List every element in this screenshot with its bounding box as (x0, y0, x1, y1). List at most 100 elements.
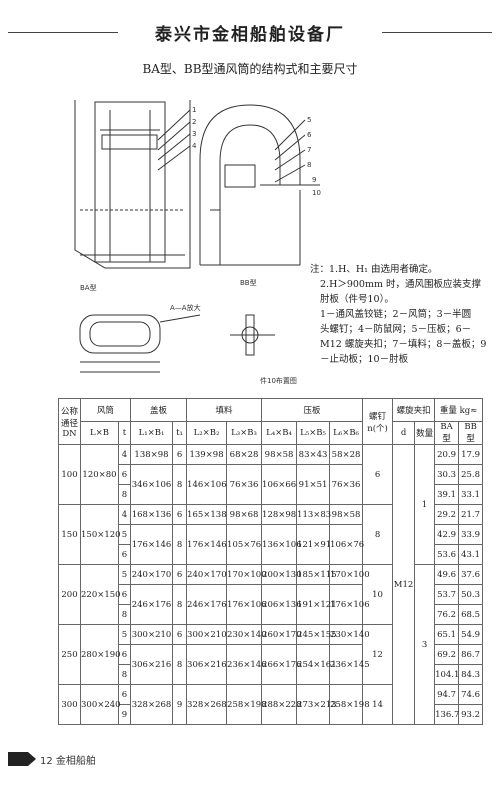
cell-l3b3: 68×28 (226, 444, 263, 465)
spec-table: 公称通径DN 风筒 盖板 填料 压板 螺钉n(个) 螺旋夹扣 重量 kg≈ L×… (58, 398, 484, 725)
arrow-icon (8, 752, 36, 766)
cell-l5b5: 273×213 (296, 684, 337, 725)
part-label-6: 6 (307, 131, 312, 139)
cell-l3b3: 230×140 (226, 624, 267, 645)
section-inner (89, 321, 151, 347)
cell-weight-ba: 20.9 (434, 444, 460, 465)
hdr-clamp: 螺旋夹扣 (392, 398, 436, 422)
cell-l1b1: 346×106 (130, 464, 174, 505)
caption-section: A—A放大 (170, 303, 201, 312)
cell-l6b6: 170×100 (329, 564, 370, 585)
cell-t1: 8 (172, 524, 188, 565)
cell-t1: 6 (172, 624, 188, 645)
cell-t1: 6 (172, 444, 188, 465)
cell-t1: 8 (172, 464, 188, 505)
cell-l2b2: 240×170 (186, 564, 228, 585)
part-label-5: 5 (307, 116, 311, 124)
cell-l3b3: 258×198 (226, 684, 267, 725)
cell-t: 8 (117, 664, 132, 685)
cell-l3b3: 170×100 (226, 564, 267, 585)
hdr-l1b1: L₁×B₁ (130, 421, 174, 445)
hdr-l3b3: L₃×B₃ (226, 421, 263, 445)
cell-lxb: 150×120 (80, 504, 121, 565)
cell-clamp-qty: 1 (414, 444, 436, 565)
footer-brand: 金相船舶 (55, 756, 96, 767)
hdr-lxb: L×B (80, 421, 119, 445)
cell-weight-ba: 49.6 (434, 564, 460, 585)
cell-l4b4: 200×130 (261, 564, 302, 585)
cell-l4b4: 288×228 (261, 684, 302, 725)
cell-l4b4: 98×58 (261, 444, 298, 465)
cell-l1b1: 240×170 (130, 564, 174, 585)
cell-l5b5: 83×43 (296, 444, 331, 465)
cell-weight-ba: 53.6 (434, 544, 460, 565)
cell-t: 5 (117, 564, 132, 585)
table-row: 150 150×120 4 168×136 6 165×138 98×68 12… (58, 504, 484, 565)
table-row: 5 176×146 8 176×146 105×76 136×106 121×9… (59, 524, 484, 565)
company-name: 泰兴市金相船舶设备厂 (155, 25, 345, 45)
cell-weight-bb: 25.8 (458, 464, 484, 485)
document-subtitle: BA型、BB型通风筒的结构式和主要尺寸 (142, 62, 358, 76)
hdr-filler: 填料 (186, 398, 263, 422)
hdr-l2b2: L₂×B₂ (186, 421, 228, 445)
cell-l3b3: 236×146 (226, 644, 267, 685)
cell-t: 4 (117, 504, 132, 525)
part-label-8: 8 (307, 161, 311, 169)
cell-l4b4: 136×106 (261, 524, 302, 565)
hdr-t: t (117, 421, 132, 445)
cell-lxb: 280×190 (80, 624, 121, 685)
cell-t1: 6 (172, 504, 188, 525)
cell-l2b2: 146×106 (186, 464, 228, 505)
cell-t1: 9 (172, 684, 188, 725)
table-row: 8 39.1 33.1 (59, 484, 484, 505)
cell-clamp-qty: 3 (414, 564, 436, 725)
page-number: 12 (40, 756, 53, 767)
cell-weight-ba: 29.2 (434, 504, 460, 525)
note-line: －止动板；10－肘板 (320, 354, 409, 365)
cell-l4b4: 266×176 (261, 644, 302, 685)
cell-l6b6: 258×198 (329, 684, 370, 725)
cell-l5b5: 185×115 (296, 564, 337, 585)
table-row: 9 136.7 93.2 (59, 704, 484, 725)
header-rule-right (382, 32, 492, 33)
cell-weight-ba: 30.3 (434, 464, 460, 485)
cell-screws: 8 (362, 504, 394, 565)
cell-lxb: 220×150 (80, 564, 121, 625)
header-rule-left (8, 32, 118, 33)
cell-weight-ba: 69.2 (434, 644, 460, 665)
cell-lxb: 300×240 (80, 684, 121, 725)
page-header: 泰兴市金相船舶设备厂 (0, 10, 500, 50)
cell-l6b6: 98×58 (329, 504, 364, 525)
part-label-4: 4 (192, 142, 197, 150)
cell-lxb: 120×80 (80, 444, 119, 505)
cell-weight-bb: 33.9 (458, 524, 484, 545)
cell-weight-bb: 50.3 (458, 584, 484, 605)
ba-outline (74, 100, 191, 269)
part-label-9: 9 (312, 176, 316, 184)
cell-weight-bb: 54.9 (458, 624, 484, 645)
cell-l6b6: 236×145 (329, 644, 370, 685)
cell-l6b6: 58×28 (329, 444, 364, 465)
cell-l2b2: 246×176 (186, 584, 228, 625)
cell-weight-bb: 43.1 (458, 544, 484, 565)
hdr-dn: 公称通径DN (58, 398, 81, 445)
cell-l5b5: 191×121 (296, 584, 337, 625)
part-label-10: 10 (312, 189, 321, 197)
cell-t: 6 (117, 544, 132, 565)
caption-detail: 件10布置图 (260, 376, 297, 385)
cell-l3b3: 176×106 (226, 584, 267, 625)
cell-t: 6 (117, 684, 132, 705)
caption-bb: BB型 (240, 278, 257, 287)
hdr-screws: 螺钉n(个) (362, 398, 394, 445)
table-row: 300 300×240 6 328×268 9 328×268 258×198 … (58, 684, 484, 725)
hdr-t1: t₁ (172, 421, 188, 445)
cell-weight-ba: 104.1 (434, 664, 459, 685)
ba-cover (101, 134, 158, 150)
cell-screws: 12 (362, 624, 394, 685)
bb-outline (199, 104, 301, 265)
note-line: 注：1.H、H₁ 由选用者确定。 (310, 264, 438, 275)
part-label-7: 7 (307, 146, 311, 154)
note-line: 头螺钉；4－防鼠网；5－压板；6－ (320, 324, 472, 335)
cell-l3b3: 98×68 (226, 504, 263, 525)
cell-t1: 8 (172, 584, 188, 625)
